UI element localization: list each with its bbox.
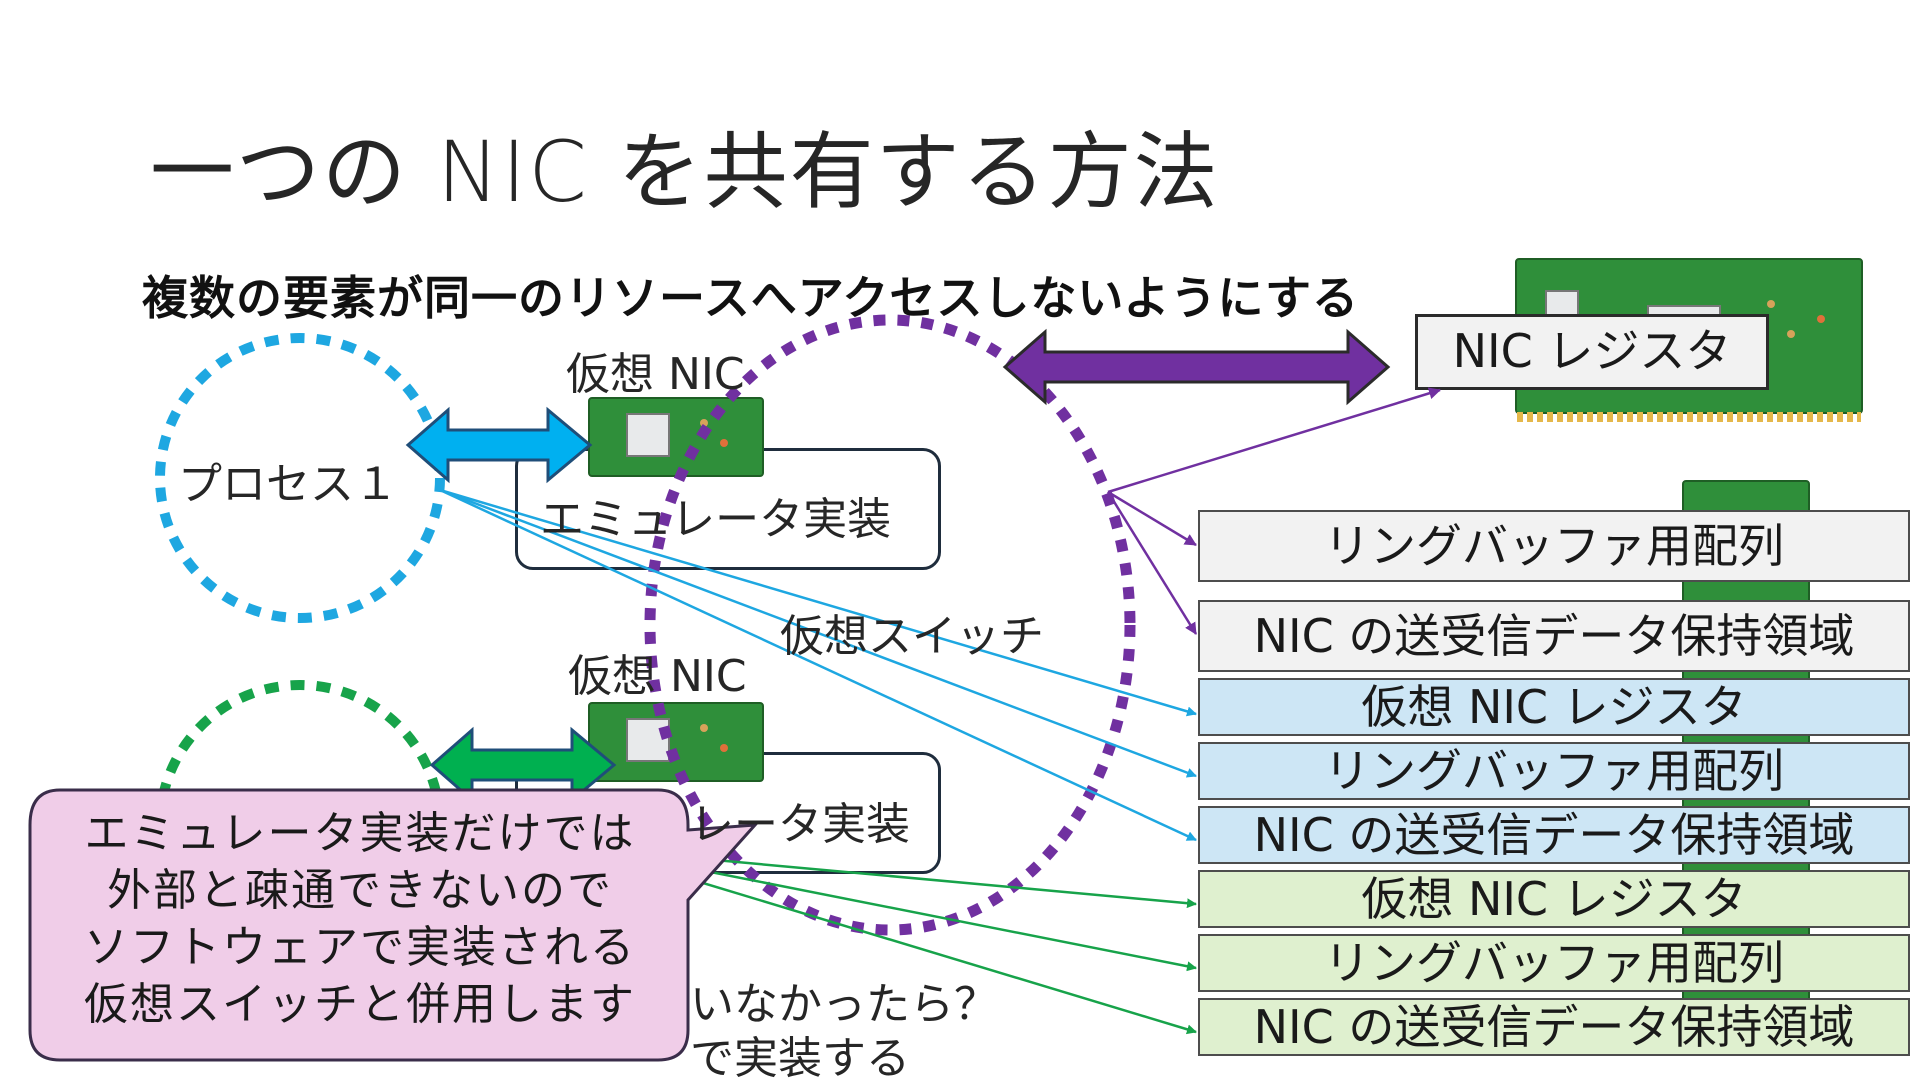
emulator-box-1 xyxy=(515,448,941,570)
register-row-process1: 仮想 NIC レジスタ xyxy=(1198,678,1910,736)
callout-bubble xyxy=(28,788,759,1062)
register-row-process2: NIC の送受信データ保持領域 xyxy=(1198,998,1910,1056)
process1-label: プロセス１ xyxy=(178,459,398,510)
vswitch-nic-double-arrow xyxy=(1002,328,1391,406)
nic-register-label: NIC レジスタ xyxy=(1452,324,1732,378)
vnic2-label: 仮想 NIC xyxy=(568,651,747,702)
hidden-answer-fragment: で実装する xyxy=(690,1033,910,1084)
emulator1-label: エミュレータ実装 xyxy=(540,494,892,545)
register-row-process1: NIC の送受信データ保持領域 xyxy=(1198,806,1910,864)
register-row-process2: 仮想 NIC レジスタ xyxy=(1198,870,1910,928)
register-row-host: NIC の送受信データ保持領域 xyxy=(1198,600,1910,672)
vnic-card-image-2 xyxy=(588,702,764,782)
callout-line: ソフトウェアで実装される xyxy=(84,922,636,973)
process2-double-arrow xyxy=(429,726,617,804)
nic-register-box: NIC レジスタ xyxy=(1415,314,1769,390)
slide-title: 一つの NIC を共有する方法 xyxy=(150,123,1220,221)
vswitch-label: 仮想スイッチ xyxy=(780,611,1044,662)
process1-circle xyxy=(155,333,445,623)
register-row-process1: リングバッファ用配列 xyxy=(1198,742,1910,800)
vswitch-circle xyxy=(644,314,1136,936)
process1-double-arrow xyxy=(405,406,593,484)
callout-line: エミュレータ実装だけでは xyxy=(84,808,636,859)
vnic1-label: 仮想 NIC xyxy=(566,349,745,400)
slide-subtitle: 複数の要素が同一のリソースへアクセスしないようにする xyxy=(142,271,1359,325)
callout-text: エミュレータ実装だけでは 外部と疎通できないので ソフトウェアで実装される 仮想… xyxy=(40,805,680,1033)
callout-line: 仮想スイッチと併用します xyxy=(84,979,636,1030)
register-row-process2: リングバッファ用配列 xyxy=(1198,934,1910,992)
register-row-host: リングバッファ用配列 xyxy=(1198,510,1910,582)
callout-line: 外部と疎通できないので xyxy=(107,865,613,916)
vnic-card-image-1 xyxy=(588,397,764,477)
hidden-question-fragment: いなかったら？ xyxy=(690,979,998,1030)
emulator2-label: レータ実装 xyxy=(690,799,910,850)
